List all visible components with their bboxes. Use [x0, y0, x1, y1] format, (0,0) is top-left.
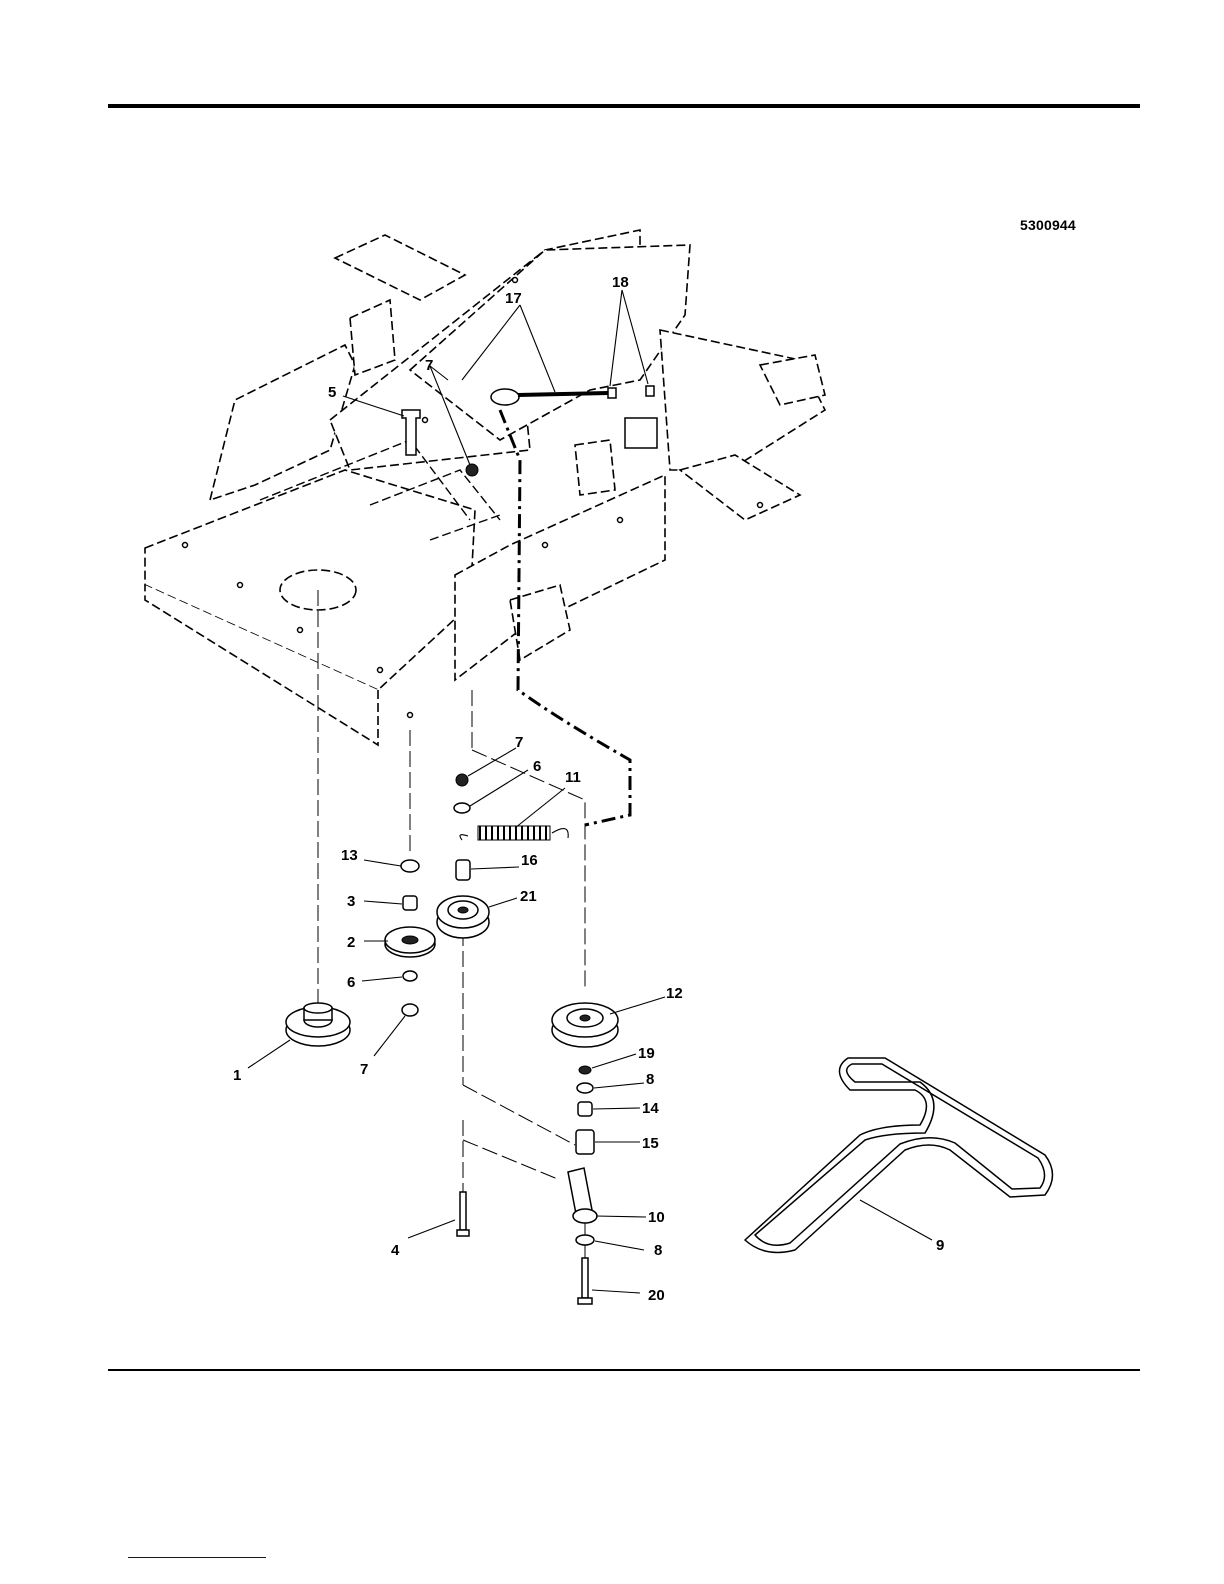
callout-15: 15 [642, 1135, 659, 1152]
callout-10: 10 [648, 1209, 665, 1226]
callout-14: 14 [642, 1100, 659, 1117]
callout-8-upper: 8 [646, 1071, 654, 1088]
callout-1: 1 [233, 1067, 241, 1084]
bolt-head [578, 1298, 592, 1304]
jam-nut [608, 388, 616, 398]
nut [579, 1066, 591, 1074]
footer-link-underline [128, 1557, 266, 1558]
v-idler-pulley [437, 896, 489, 938]
callout-7-upper: 7 [515, 734, 523, 751]
callout-4: 4 [391, 1242, 400, 1259]
callout-2: 2 [347, 934, 355, 951]
callout-7-lower: 7 [360, 1061, 368, 1078]
washer [403, 971, 417, 981]
callout-13: 13 [341, 847, 358, 864]
bushing [578, 1102, 592, 1116]
bolt [460, 1192, 466, 1230]
drive-belt [745, 1058, 1053, 1252]
callout-8-lower: 8 [654, 1242, 662, 1259]
callout-21: 21 [520, 888, 537, 905]
callout-11: 11 [565, 769, 581, 786]
extension-spring [460, 826, 568, 840]
spacer [456, 860, 470, 880]
callout-20: 20 [648, 1287, 665, 1304]
callout-7-frame: 7 [425, 357, 433, 374]
flat-idler-pulley [385, 927, 435, 957]
callout-6-upper: 6 [533, 758, 541, 775]
callout-5: 5 [328, 384, 336, 401]
callout-19: 19 [638, 1045, 655, 1062]
washer [401, 860, 419, 872]
callout-18: 18 [612, 274, 629, 291]
washer [454, 803, 470, 813]
large-idler-pulley [552, 1003, 618, 1047]
mower-frame [145, 230, 825, 745]
jam-nut [646, 386, 654, 396]
idler-arm [568, 1168, 597, 1223]
bushing [403, 896, 417, 910]
engine-pulley [286, 1003, 350, 1046]
shoulder-bolt [582, 1258, 588, 1298]
callout-9: 9 [936, 1237, 944, 1254]
bolt-head [457, 1230, 469, 1236]
callout-17: 17 [505, 290, 522, 307]
spacer [576, 1130, 594, 1154]
lock-nut [466, 464, 478, 476]
washer [577, 1083, 593, 1093]
callout-12: 12 [666, 985, 683, 1002]
callout-6-lower: 6 [347, 974, 355, 991]
footer-rule [108, 1369, 1140, 1371]
lock-nut [456, 774, 468, 786]
control-bracket [625, 418, 657, 448]
callout-3: 3 [347, 893, 355, 910]
callout-16: 16 [521, 852, 538, 869]
lock-nut [402, 1004, 418, 1016]
washer [576, 1235, 594, 1245]
